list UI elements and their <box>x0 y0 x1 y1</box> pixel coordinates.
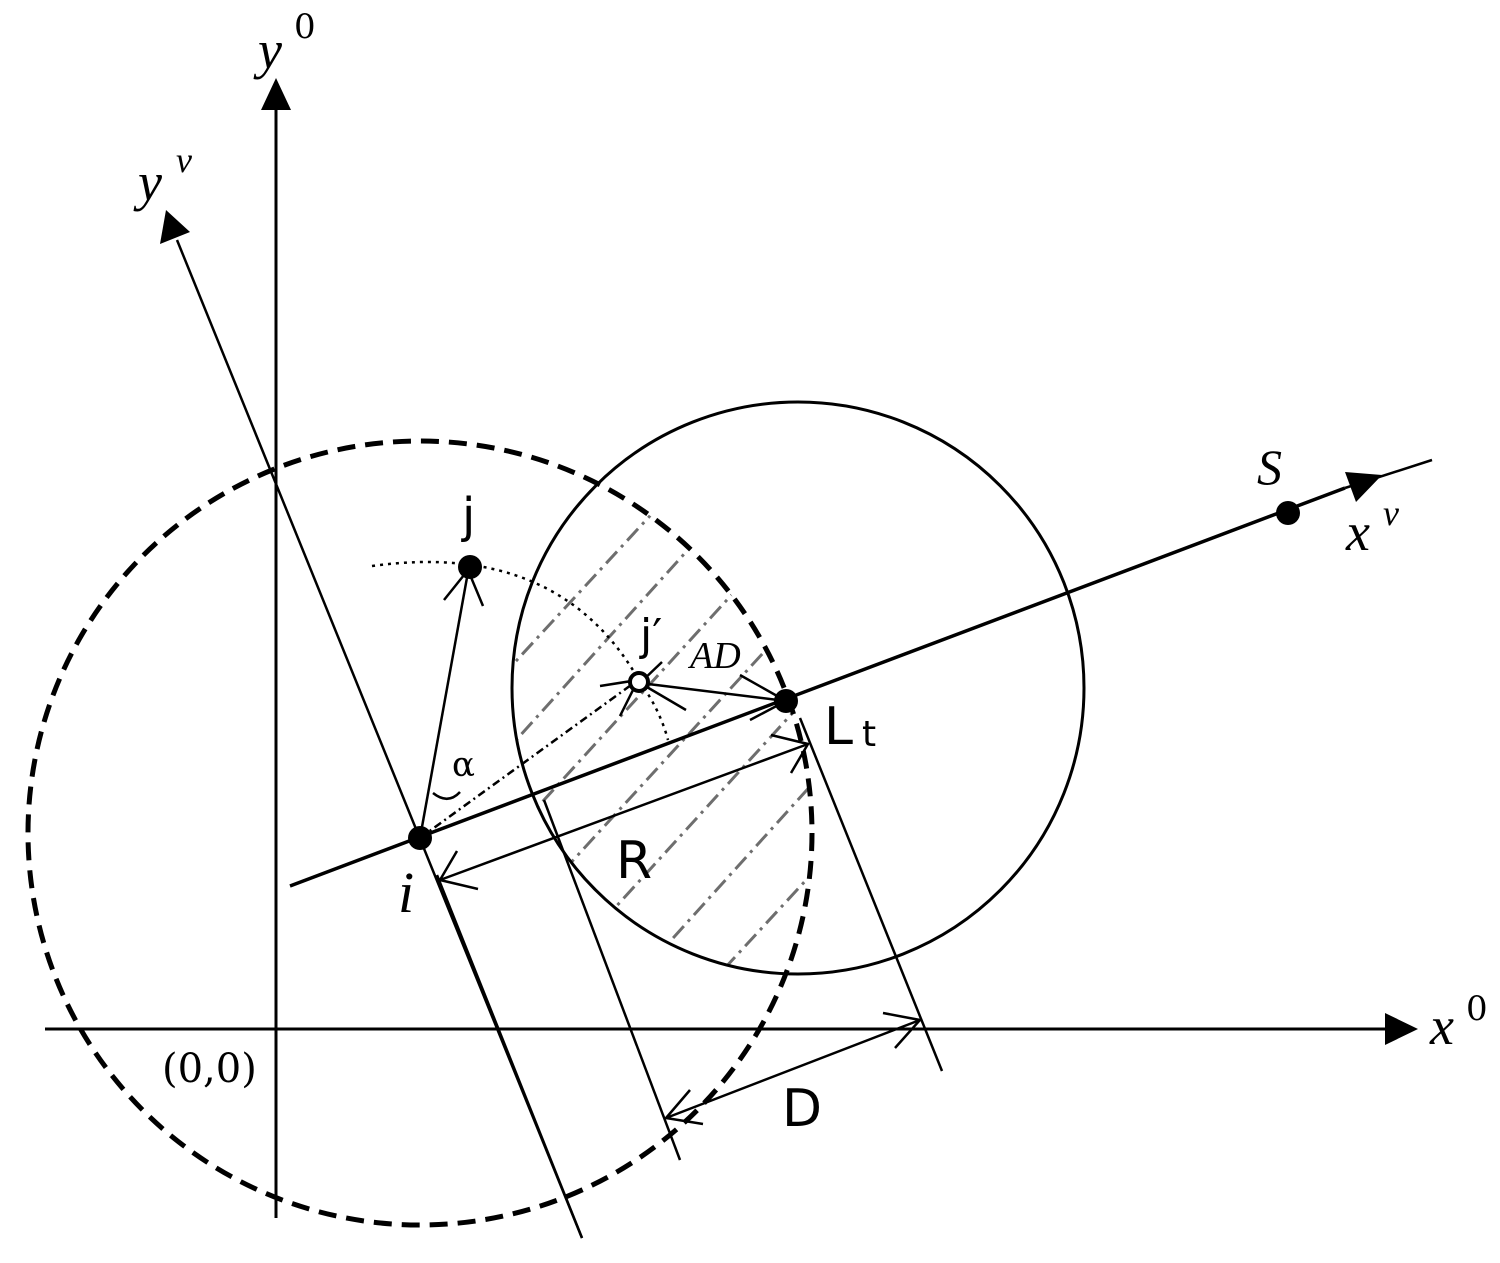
x0-label-sup: 0 <box>1466 989 1488 1029</box>
y0-label-sup: 0 <box>294 7 316 47</box>
R-arrow-left <box>438 850 479 891</box>
D-label: D <box>782 1079 822 1139</box>
alpha-angle-arc <box>432 791 461 800</box>
rotation-arc-dotted <box>371 560 670 741</box>
point-Lt <box>774 689 798 713</box>
Lt-label: L <box>824 697 853 757</box>
xv-arrowhead <box>1345 472 1382 502</box>
perp-line-i <box>435 874 584 1239</box>
y0-label: y <box>253 20 282 80</box>
R-arrow-right <box>770 733 810 774</box>
R-label: R <box>616 831 652 891</box>
xv-axis <box>289 486 1346 888</box>
D-dimension-line <box>665 1018 921 1120</box>
Lt-label-sub: t <box>862 714 876 755</box>
jprime-label: j′ <box>639 610 662 661</box>
x0-label: x <box>1429 996 1454 1056</box>
S-label: S <box>1257 439 1282 495</box>
xv-label: x <box>1345 502 1370 562</box>
range-circle-dashed <box>25 438 815 1228</box>
origin-label: (0,0) <box>162 1046 257 1092</box>
D-arrow-left <box>663 1089 704 1126</box>
perp-line-mid <box>542 799 682 1161</box>
solid-circle <box>510 400 1086 976</box>
point-i <box>408 826 432 850</box>
vector-i-j <box>418 571 470 839</box>
R-dimension-line <box>439 742 809 882</box>
y0-arrowhead <box>261 78 291 110</box>
alpha-label: α <box>452 745 475 785</box>
yv-label: y <box>133 152 162 212</box>
point-j <box>458 555 482 579</box>
j-label: j <box>461 488 475 544</box>
perp-line-Lt <box>798 717 944 1072</box>
AD-label: AD <box>687 635 741 677</box>
xv-label-sup: v <box>1383 493 1399 533</box>
AD-dimension-line <box>639 681 787 703</box>
D-arrow-right <box>882 1011 923 1049</box>
point-S <box>1276 501 1300 525</box>
hatch-lines <box>512 441 812 974</box>
yv-label-sup: v <box>176 140 192 180</box>
point-jprime <box>628 671 650 693</box>
yv-arrowhead <box>160 210 190 244</box>
i-label: i <box>398 860 414 925</box>
x0-arrowhead <box>1385 1013 1418 1045</box>
